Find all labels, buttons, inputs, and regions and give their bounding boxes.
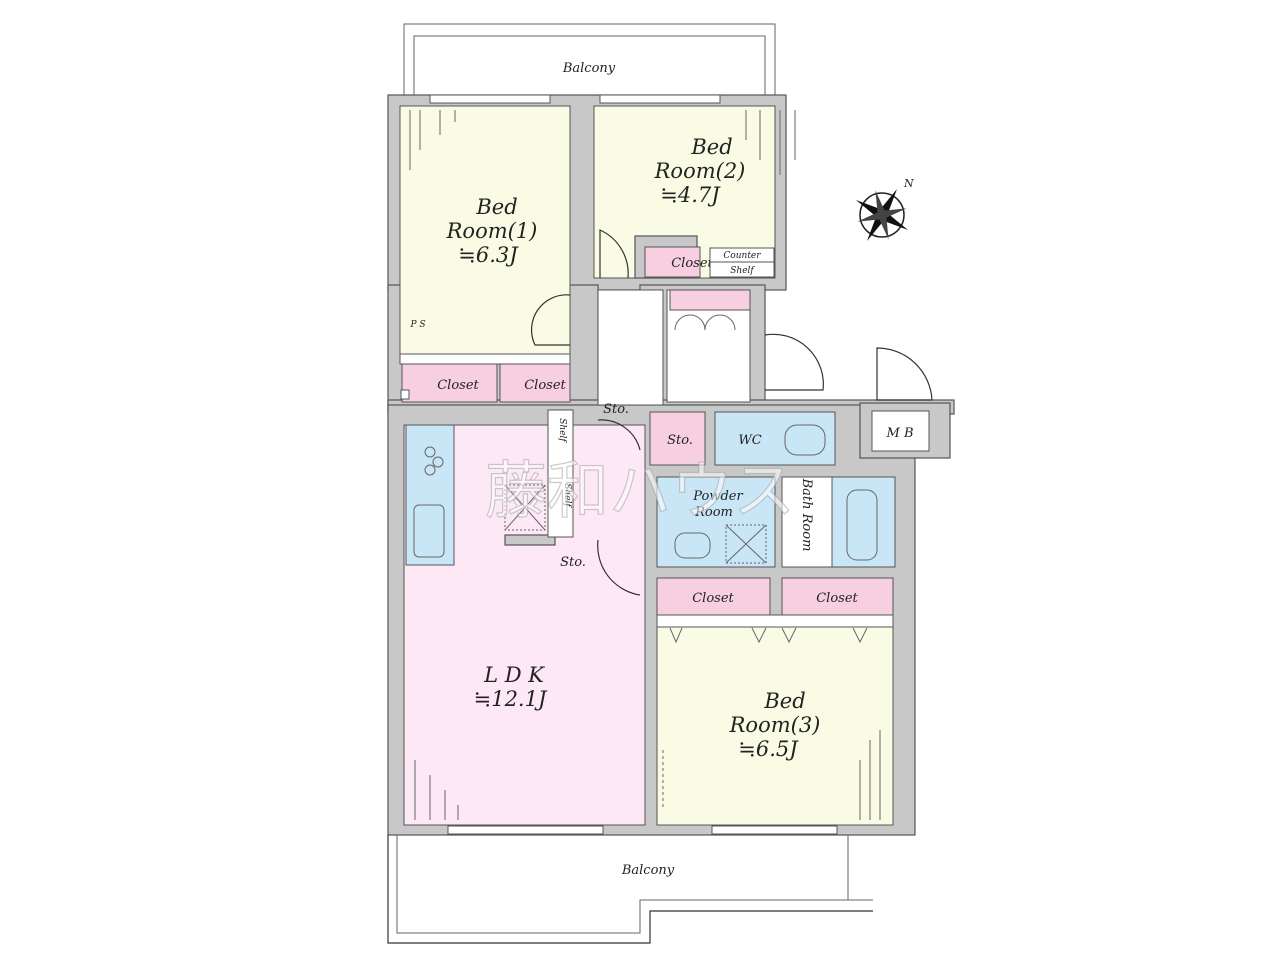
watermark: 藤和ハウス <box>485 454 795 527</box>
bedroom-2-size: ≒4.7J <box>660 183 721 207</box>
window <box>711 825 838 835</box>
wet-areas: Sto. WC M B Powder Room Bath Room Closet… <box>649 410 930 616</box>
sto-label: Sto. <box>560 555 586 570</box>
bedroom-3-label: Bed <box>763 689 805 713</box>
hallway <box>597 289 933 406</box>
ps-label: P S <box>409 320 425 330</box>
mb-label: M B <box>886 426 914 441</box>
shelf-label: Shelf <box>730 266 755 276</box>
bedroom-3: Bed Room(3) ≒6.5J <box>656 614 894 826</box>
ldk: Shelf Shelf Sto. Sto. L D K ≒12.1J <box>403 402 646 826</box>
window <box>599 94 721 104</box>
sink-icon <box>413 504 445 558</box>
bedroom-3-size: ≒6.5J <box>738 737 799 761</box>
ldk-label: L D K <box>483 663 545 687</box>
bath-room-label: Bath Room <box>799 478 814 552</box>
wc-label: WC <box>738 433 761 448</box>
window <box>429 94 551 104</box>
powder-room-label-2: Room <box>694 505 733 520</box>
closet-door-track <box>399 353 571 365</box>
bedroom-1-size: ≒6.3J <box>458 243 519 267</box>
bedroom-1: Bed Room(1) ≒6.3J P S <box>399 105 571 355</box>
toilet-icon <box>784 424 826 456</box>
closet-label: Closet <box>437 378 479 393</box>
bedroom-2-label: Bed <box>690 135 732 159</box>
bedroom-1-closets: Closet Closet <box>400 363 571 403</box>
bedroom-3-label-2: Room(3) <box>729 713 821 737</box>
shelf-label: Shelf <box>562 483 572 508</box>
closet-label: Closet <box>671 256 713 271</box>
bathtub-icon <box>846 489 878 561</box>
shelf-label: Shelf <box>557 418 567 443</box>
ldk-size: ≒12.1J <box>474 687 548 711</box>
bedroom-2-label-2: Room(2) <box>654 159 746 183</box>
closet-label: Closet <box>816 591 858 606</box>
north-label: N <box>903 177 914 190</box>
balcony-bottom-label: Balcony <box>621 863 675 878</box>
bedroom-2: Bed Room(2) ≒4.7J Closet Counter Shelf <box>593 105 796 279</box>
counter-label: Counter <box>723 251 761 261</box>
compass-icon: N <box>856 177 914 241</box>
balcony-top: Balcony <box>403 23 776 95</box>
sto-label: Sto. <box>603 402 629 417</box>
powder-room-label: Powder <box>692 489 743 504</box>
closet-label: Closet <box>524 378 566 393</box>
kitchen-counter <box>405 424 455 566</box>
balcony-bottom: Balcony <box>387 835 873 944</box>
window <box>447 825 604 835</box>
bedroom-1-label-2: Room(1) <box>446 219 538 243</box>
closet-label: Closet <box>692 591 734 606</box>
sto-label: Sto. <box>667 433 693 448</box>
bedroom-1-label: Bed <box>475 195 517 219</box>
balcony-top-label: Balcony <box>562 61 616 76</box>
